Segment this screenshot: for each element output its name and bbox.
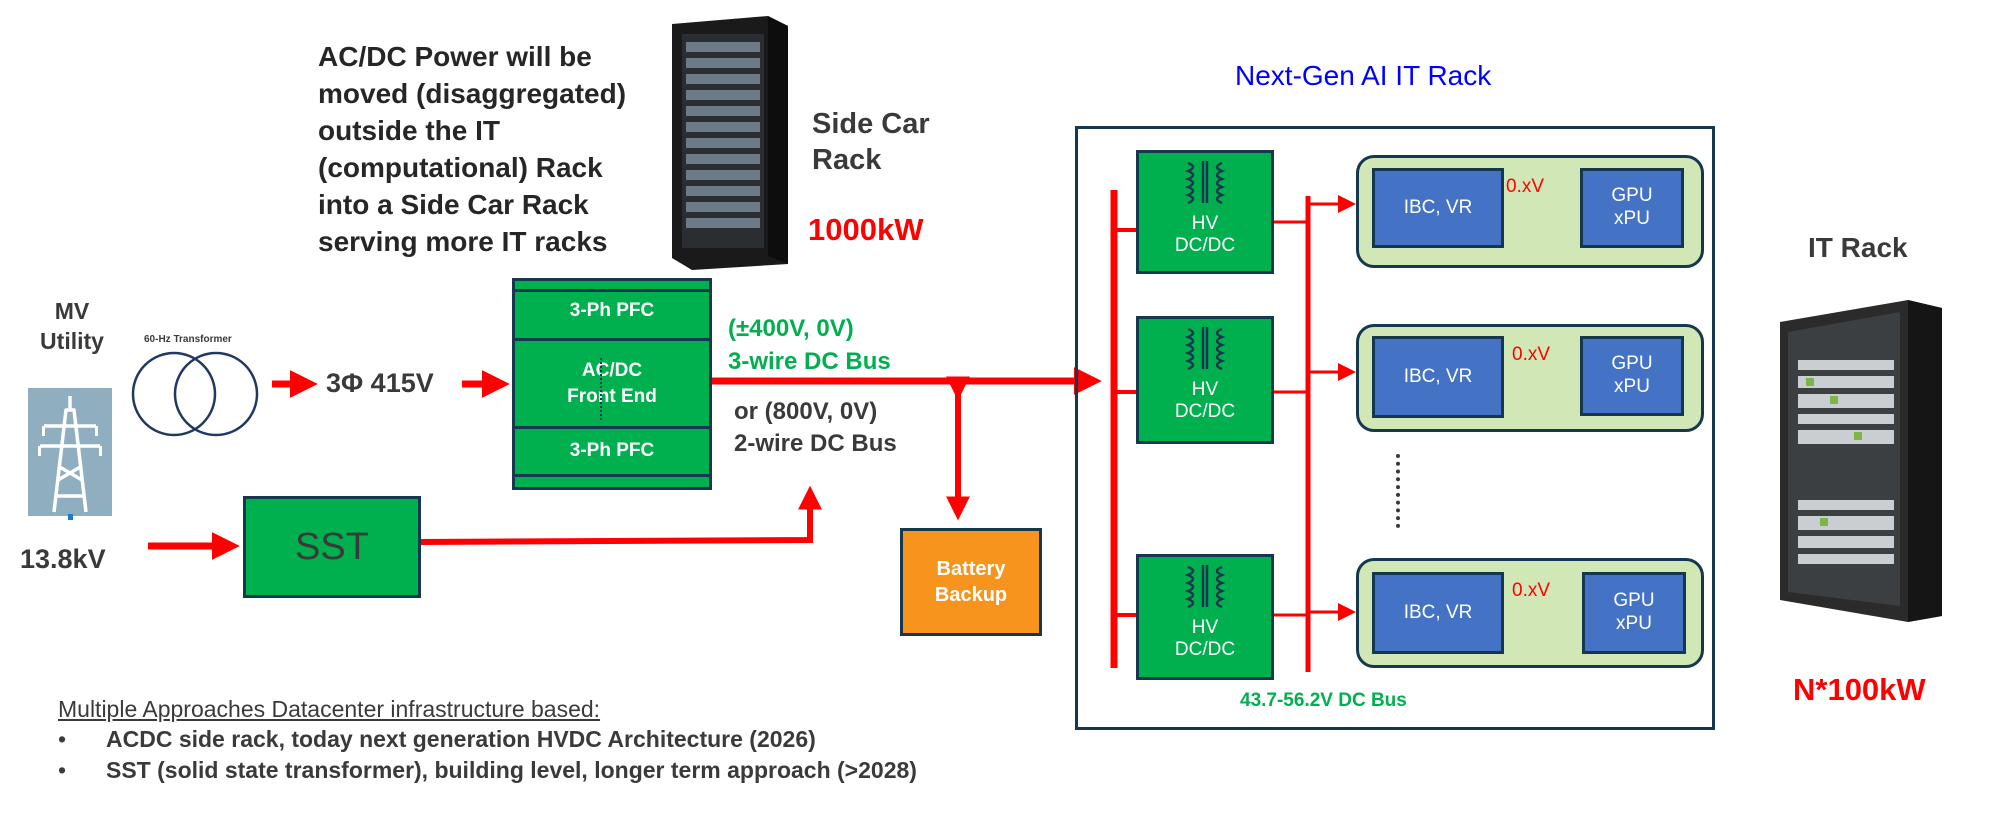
low-voltage-bus-label: 43.7-56.2V DC Bus <box>1240 690 1407 711</box>
gpu-label: GPU xPU <box>1613 590 1655 634</box>
three-phase-415v-label: 3Φ 415V <box>326 368 434 398</box>
mv-utility-label: MV Utility <box>40 298 104 354</box>
more-cards-ellipsis <box>1396 454 1412 528</box>
disaggregation-note: AC/DC Power will be moved (disaggregated… <box>318 41 627 257</box>
ibc-vr-box-3: IBC, VR <box>1372 572 1504 654</box>
it-rack-label: IT Rack <box>1808 232 1908 263</box>
utility-voltage: 13.8kV <box>20 544 106 574</box>
hv-dcdc-label: HV DC/DC <box>1174 379 1236 422</box>
battery-backup-box: Battery Backup <box>900 528 1042 636</box>
side-car-rack-label: Side Car Rack <box>812 108 930 176</box>
ibc-vr-box-2: IBC, VR <box>1372 336 1504 418</box>
battery-backup-label: Battery Backup <box>934 558 1008 606</box>
sst-label: SST <box>295 525 369 568</box>
utility-tower-icon <box>28 388 112 520</box>
hv-dcdc-1: HV DC/DC <box>1136 150 1274 274</box>
ibc-vr-label: IBC, VR <box>1403 365 1473 387</box>
transformer-label: 60-Hz Transformer <box>144 334 232 345</box>
it-rack-power: N*100kW <box>1793 672 1926 707</box>
footer-bullet-2: •SST (solid state transformer), building… <box>58 757 917 783</box>
hv-dcdc-2: HV DC/DC <box>1136 316 1274 444</box>
footer-bullet-1: •ACDC side rack, today next generation H… <box>58 726 816 752</box>
gpu-box-1: GPU xPU <box>1580 168 1684 248</box>
sst-box: SST <box>243 496 421 598</box>
next-gen-rack-title: Next-Gen AI IT Rack <box>1235 60 1492 91</box>
side-car-power: 1000kW <box>808 212 924 247</box>
dc-bus-3wire-label: (±400V, 0V) 3-wire DC Bus <box>728 315 891 375</box>
ibc-vr-label: IBC, VR <box>1403 196 1473 218</box>
dc-bus-2wire-label: or (800V, 0V) 2-wire DC Bus <box>734 398 897 457</box>
footer-bullet-text: SST (solid state transformer), building … <box>106 757 917 783</box>
side-car-rack-image <box>672 16 788 270</box>
hv-dcdc-3: HV DC/DC <box>1136 554 1274 680</box>
voltage-label-2: 0.xV <box>1512 344 1551 365</box>
footer-heading: Multiple Approaches Datacenter infrastru… <box>58 696 601 722</box>
hv-dcdc-label: HV DC/DC <box>1174 617 1236 660</box>
gpu-box-3: GPU xPU <box>1582 572 1686 654</box>
acdc-front-end-label: AC/DC Front End <box>567 360 657 407</box>
voltage-label-3: 0.xV <box>1512 580 1551 601</box>
voltage-label-1: 0.xV <box>1506 176 1545 197</box>
pfc-bottom-label: 3-Ph PFC <box>569 440 655 461</box>
gpu-label: GPU xPU <box>1611 353 1653 397</box>
next-gen-rack-frame <box>1075 126 1715 730</box>
it-rack-image <box>1780 300 1942 622</box>
footer-bullet-text: ACDC side rack, today next generation HV… <box>106 726 816 752</box>
gpu-label: GPU xPU <box>1611 185 1653 229</box>
transformer-symbol-icon <box>1184 327 1226 371</box>
arrow-sst-to-bus <box>419 485 822 545</box>
hv-dcdc-label: HV DC/DC <box>1174 213 1236 256</box>
ibc-vr-box-1: IBC, VR <box>1372 168 1504 248</box>
transformer-symbol-icon <box>1184 565 1226 609</box>
ibc-vr-label: IBC, VR <box>1403 601 1473 623</box>
transformer-icon <box>131 351 259 437</box>
gpu-box-2: GPU xPU <box>1580 336 1684 416</box>
acdc-stack <box>512 278 712 490</box>
transformer-symbol-icon <box>1184 161 1226 205</box>
pfc-top-label: 3-Ph PFC <box>569 300 655 321</box>
